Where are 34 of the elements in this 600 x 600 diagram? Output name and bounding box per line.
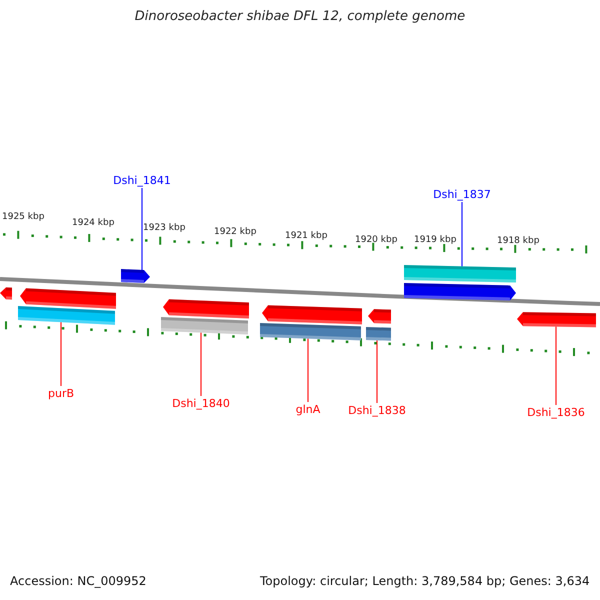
footer-text: Topology: circular; Length: 3,789,584 bp; Genes: 3,634 (260, 575, 590, 588)
gene-label: glnA (296, 403, 320, 416)
gene-block (18, 306, 115, 325)
gene-block (0, 287, 12, 300)
gene-block (163, 299, 249, 318)
gene-label: Dshi_1838 (348, 404, 406, 417)
gene-block (121, 269, 150, 284)
scale-label: 1921 kbp (285, 230, 328, 243)
scale-label: 1919 kbp (414, 234, 456, 247)
footer-text: Accession: NC_009952 (10, 575, 146, 588)
gene-block (262, 305, 362, 324)
scale-label: 1925 kbp (2, 211, 44, 224)
gene-label: Dshi_1841 (113, 174, 171, 187)
leader-line (200, 332, 202, 396)
gene-block (368, 309, 391, 324)
gene-block (366, 327, 391, 341)
scale-label: 1923 kbp (143, 222, 186, 235)
gene-block (20, 288, 116, 309)
gene-label: Dshi_1840 (172, 397, 230, 410)
scale-label: 1918 kbp (497, 235, 540, 248)
scale-label: 1922 kbp (214, 226, 256, 239)
gene-block (404, 283, 516, 300)
scale-label: 1920 kbp (355, 234, 398, 247)
gene-block (404, 265, 516, 283)
gene-block (161, 317, 248, 335)
leader-line (376, 340, 378, 404)
gene-label: purB (48, 387, 74, 400)
scale-label: 1924 kbp (72, 217, 114, 230)
gene-block (517, 312, 596, 328)
gene-label: Dshi_1836 (527, 406, 585, 419)
gene-block (260, 323, 361, 340)
leader-line (60, 322, 62, 386)
gene-label: Dshi_1837 (433, 188, 491, 201)
diagram-title: Dinoroseobacter shibae DFL 12, complete genome (134, 10, 466, 23)
